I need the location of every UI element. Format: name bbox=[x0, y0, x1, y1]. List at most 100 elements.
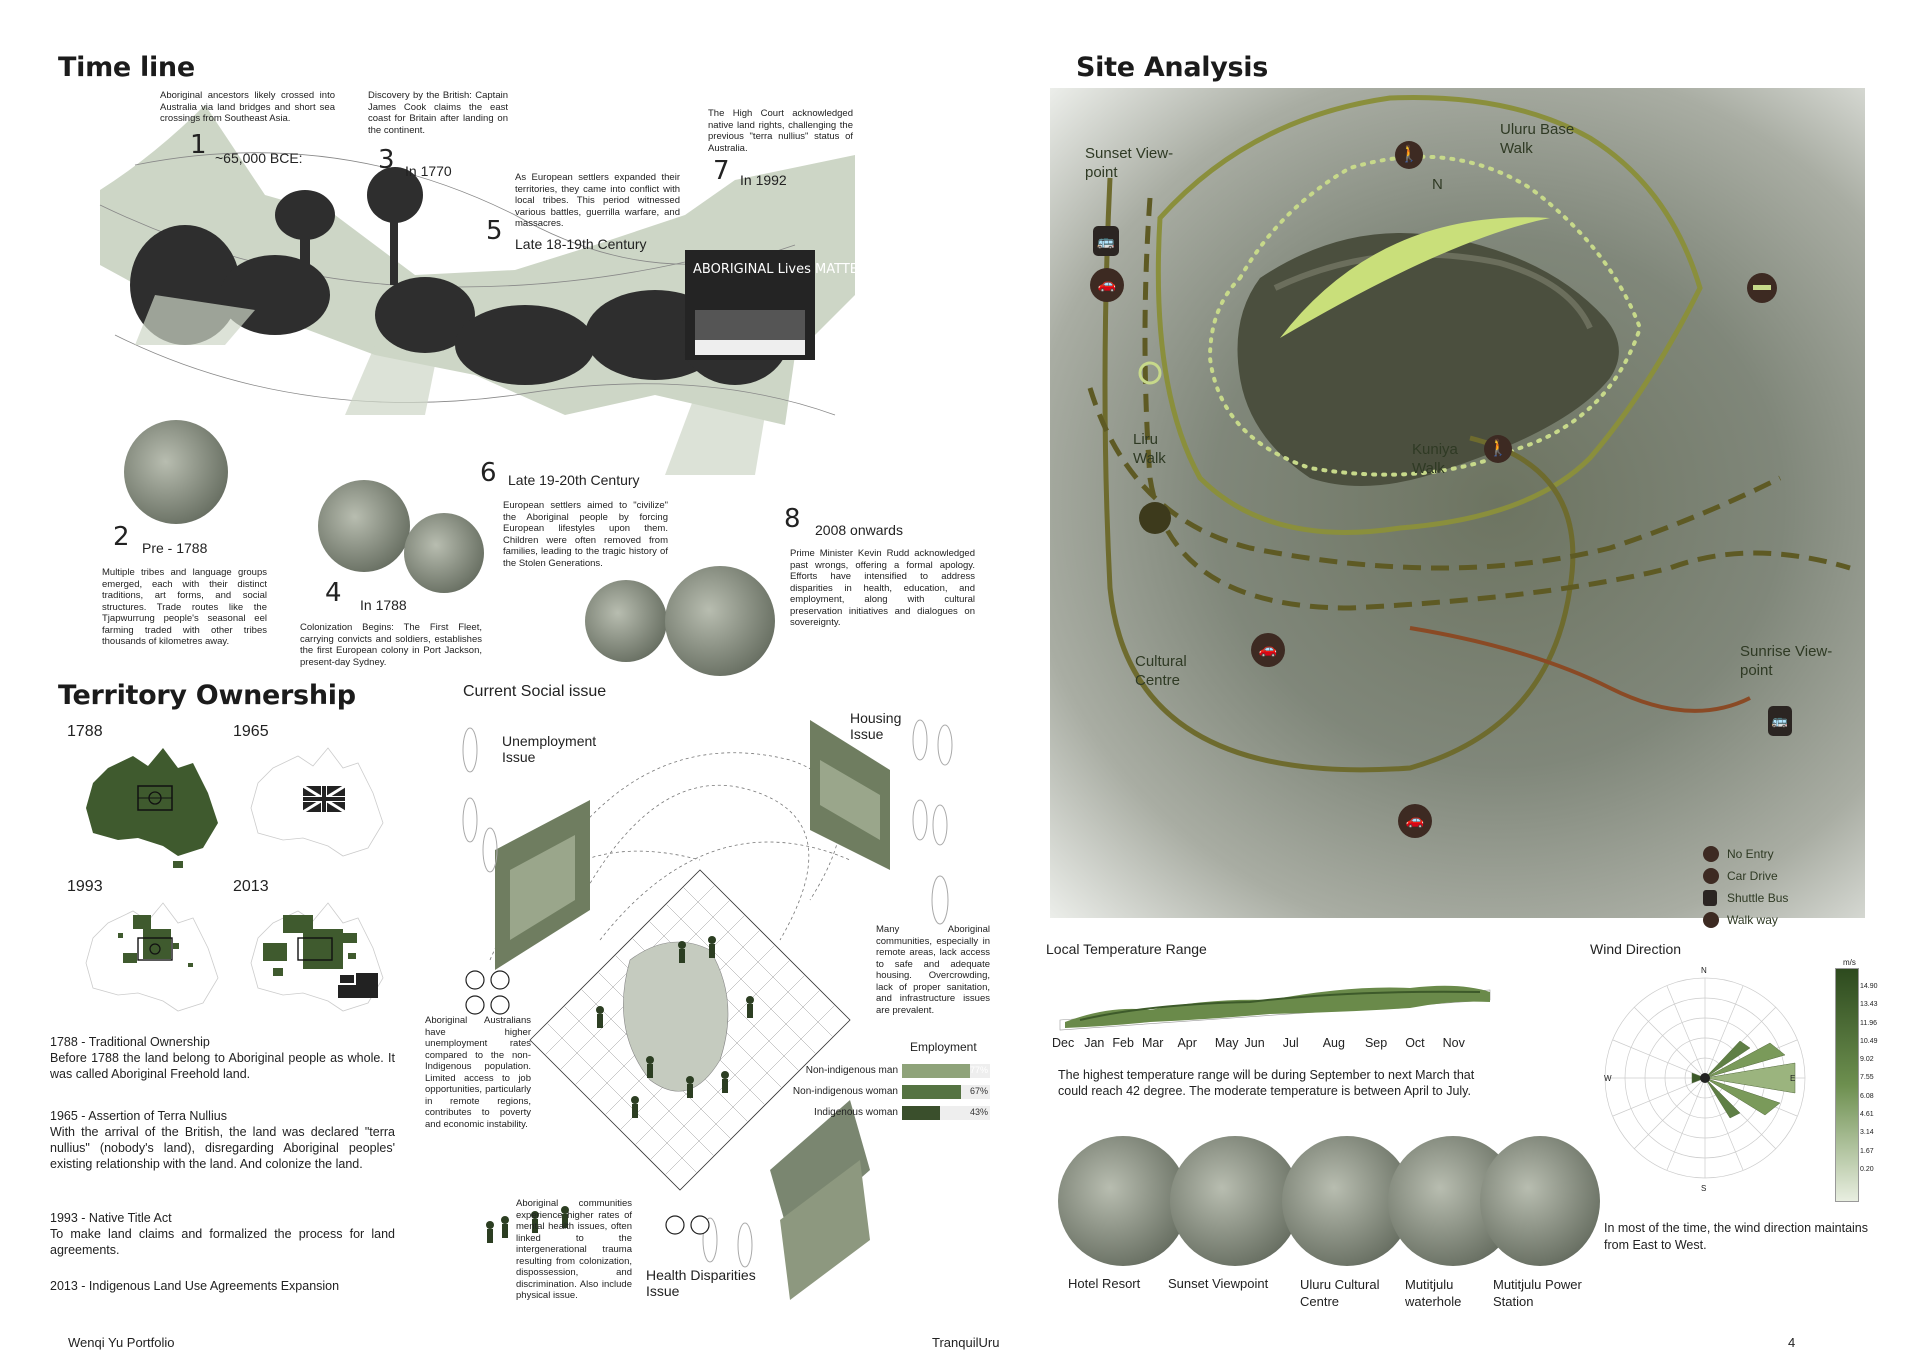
event-1-text: Aboriginal ancestors likely crossed into… bbox=[160, 90, 335, 124]
housing-label: Housing Issue bbox=[850, 710, 902, 742]
place-label: Uluru Cultural Centre bbox=[1300, 1277, 1380, 1309]
map-1993 bbox=[85, 902, 219, 1012]
wind-text: In most of the time, the wind direction … bbox=[1604, 1221, 1869, 1252]
month-label: Jan bbox=[1084, 1036, 1105, 1050]
temperature-title: Local Temperature Range bbox=[1046, 941, 1207, 957]
employment-row-label: Indigenous woman bbox=[814, 1107, 898, 1118]
walk-icon bbox=[1703, 912, 1719, 928]
territory-title: Territory Ownership bbox=[58, 680, 356, 711]
legend-label: Shuttle Bus bbox=[1727, 891, 1789, 905]
wind-scale-tick: 9.02 bbox=[1860, 1056, 1874, 1064]
legend-label: Walk way bbox=[1727, 913, 1778, 927]
territory-item-1993: 1993 - Native Title Act To make land cla… bbox=[50, 1210, 395, 1258]
health-text: Aboriginal communities experience higher… bbox=[516, 1198, 632, 1301]
event-6-number: 6 bbox=[480, 458, 497, 488]
event-7-text: The High Court acknowledged native land … bbox=[708, 108, 853, 154]
wind-scale-tick: 11.96 bbox=[1860, 1019, 1877, 1027]
bus-icon[interactable]: 🚌 bbox=[1768, 706, 1792, 736]
event-4-era: In 1788 bbox=[360, 597, 407, 613]
event-8-era: 2008 onwards bbox=[815, 522, 903, 538]
site-map-overlay bbox=[1087, 95, 1851, 773]
territory-item-1965: 1965 - Assertion of Terra Nullius With t… bbox=[50, 1108, 395, 1172]
event-1-number: 1 bbox=[190, 130, 207, 160]
month-label: Apr bbox=[1177, 1036, 1197, 1050]
car-icon bbox=[1703, 868, 1719, 884]
month-label: Dec bbox=[1052, 1036, 1075, 1050]
event-5-era: Late 18-19th Century bbox=[515, 236, 647, 252]
housing-text: Many Aboriginal communities, especially … bbox=[876, 924, 990, 1016]
event-5-text: As European settlers expanded their terr… bbox=[515, 172, 680, 229]
uk-flag-icon bbox=[302, 784, 346, 814]
footer-project: TranquilUru bbox=[932, 1335, 1000, 1350]
year-1993: 1993 bbox=[67, 878, 103, 895]
event-3-era: In 1770 bbox=[405, 163, 452, 179]
employment-value: 77% bbox=[969, 1064, 988, 1075]
territory-body-1993: To make land claims and formalized the p… bbox=[50, 1227, 395, 1257]
month-label: Mar bbox=[1141, 1036, 1164, 1050]
employment-bar: 77% bbox=[902, 1063, 990, 1078]
wind-scale-tick: 0.20 bbox=[1860, 1165, 1874, 1173]
timeline-collage: ABORIGINAL Lives MATTER bbox=[99, 105, 865, 475]
employment-row-label: Non-indigenous man bbox=[805, 1065, 898, 1076]
label-cultural-centre: Cultural Centre bbox=[1135, 653, 1187, 689]
event-8-text: Prime Minister Kevin Rudd acknowledged p… bbox=[790, 548, 975, 628]
health-label: Health Disparities Issue bbox=[646, 1267, 756, 1299]
temperature-text: The highest temperature range will be du… bbox=[1058, 1068, 1475, 1098]
month-label: Aug bbox=[1322, 1036, 1345, 1050]
sign-text: ABORIGINAL Lives MATTER bbox=[693, 262, 865, 277]
territory-heading-1788: 1788 - Traditional Ownership bbox=[50, 1035, 210, 1049]
car-icon[interactable]: 🚗 bbox=[1398, 804, 1432, 838]
territory-heading-1993: 1993 - Native Title Act bbox=[50, 1211, 172, 1225]
place-label: Hotel Resort bbox=[1068, 1276, 1141, 1291]
wind-compass-n: N bbox=[1701, 966, 1707, 975]
month-label: Jun bbox=[1244, 1036, 1265, 1050]
event-8-number: 8 bbox=[784, 504, 801, 534]
employment-bar-fill bbox=[902, 1084, 961, 1099]
wind-title: Wind Direction bbox=[1590, 941, 1682, 957]
territory-item-2013: 2013 - Indigenous Land Use Agreements Ex… bbox=[50, 1278, 395, 1294]
wind-compass-w: W bbox=[1604, 1074, 1612, 1083]
label-sunrise-viewpoint: Sunrise View-point bbox=[1740, 643, 1833, 679]
wind-scale-labels: 14.90 13.43 11.96 10.49 9.02 7.55 6.08 4… bbox=[1860, 978, 1878, 1179]
walk-icon[interactable]: 🚶 bbox=[1484, 435, 1512, 463]
temperature-chart bbox=[1059, 985, 1491, 1031]
unemployment-label: Unemployment Issue bbox=[502, 733, 597, 765]
employment-title: Employment bbox=[910, 1040, 977, 1054]
employment-row: Non-indigenous man 77% bbox=[770, 1061, 990, 1080]
wind-scale-tick: 3.14 bbox=[1860, 1129, 1874, 1137]
legend-bus: Shuttle Bus bbox=[1703, 887, 1788, 909]
employment-bar: 43% bbox=[902, 1105, 990, 1120]
employment-bar-fill bbox=[902, 1105, 940, 1120]
temperature-months: Dec Jan Feb Mar Apr May Jun Jul Aug Sep … bbox=[1052, 1036, 1465, 1050]
event-4-text: Colonization Begins: The First Fleet, ca… bbox=[300, 622, 482, 668]
photo-2008-b bbox=[665, 566, 775, 676]
event-3-number: 3 bbox=[378, 145, 395, 175]
event-1-era: ~65,000 BCE: bbox=[215, 150, 303, 166]
employment-bar: 67% bbox=[902, 1084, 990, 1099]
wind-scale-tick: 1.67 bbox=[1860, 1147, 1874, 1155]
wind-compass-s: S bbox=[1701, 1184, 1707, 1193]
wind-scale-tick: 7.55 bbox=[1860, 1074, 1874, 1082]
label-sunset-viewpoint: Sunset View-point bbox=[1085, 145, 1174, 181]
map-2013 bbox=[250, 902, 384, 1012]
bus-icon[interactable]: 🚌 bbox=[1093, 226, 1119, 256]
event-7-number: 7 bbox=[713, 156, 730, 186]
photo-hotel-resort bbox=[1058, 1136, 1188, 1266]
site-map bbox=[1050, 88, 1865, 918]
wind-rose bbox=[1604, 977, 1806, 1179]
event-4-number: 4 bbox=[325, 578, 342, 608]
unemployment-text: Aboriginal Australians have higher unemp… bbox=[425, 1015, 531, 1130]
photo-sunset-viewpoint bbox=[1170, 1136, 1300, 1266]
car-icon[interactable]: 🚗 bbox=[1090, 268, 1124, 302]
walk-icon[interactable]: 🚶 bbox=[1395, 141, 1423, 169]
month-label: May bbox=[1214, 1036, 1239, 1050]
no-entry-icon[interactable] bbox=[1747, 273, 1777, 303]
car-icon[interactable]: 🚗 bbox=[1251, 633, 1285, 667]
page-number: 4 bbox=[1788, 1335, 1796, 1350]
map-1965 bbox=[250, 747, 384, 857]
bus-icon bbox=[1703, 890, 1717, 906]
australian-flag-icon bbox=[338, 973, 378, 998]
place-label: Sunset Viewpoint bbox=[1168, 1276, 1269, 1291]
year-1965: 1965 bbox=[233, 723, 269, 740]
wind-scale-tick: 13.43 bbox=[1860, 1001, 1878, 1009]
